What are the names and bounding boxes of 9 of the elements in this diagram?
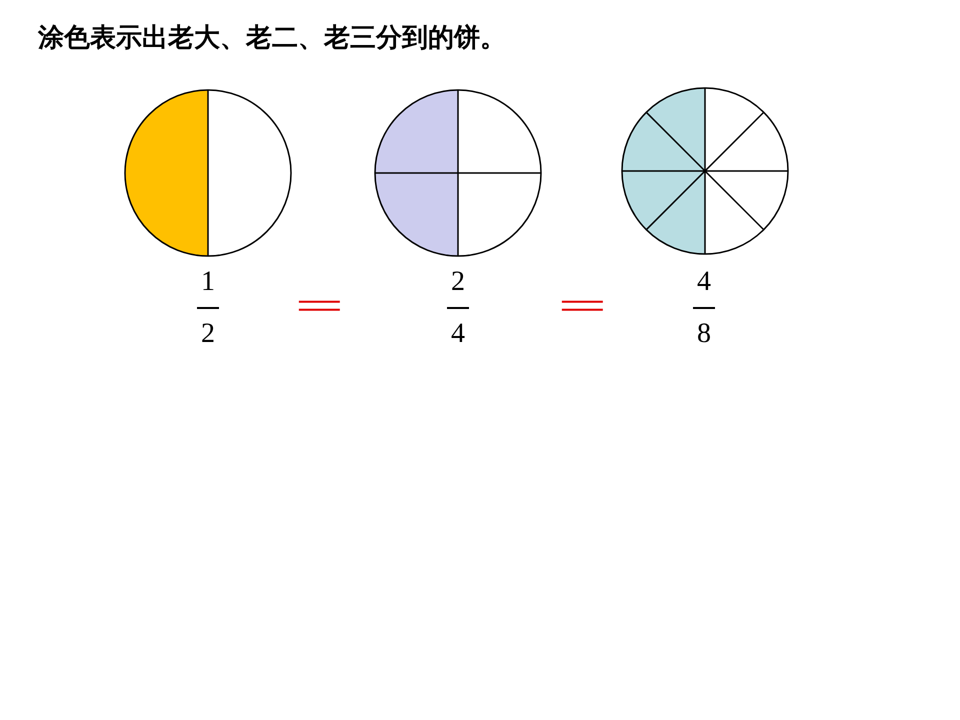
denominator: 2 <box>200 318 216 350</box>
denominator: 8 <box>696 318 712 350</box>
title: 涂色表示出老大、老二、老三分到的饼。 <box>38 22 506 55</box>
numerator: 1 <box>200 266 216 298</box>
equals-sign: = <box>557 286 608 326</box>
numerator: 4 <box>696 266 712 298</box>
denominator: 4 <box>450 318 466 350</box>
equals-sign: = <box>294 286 344 326</box>
numerator: 2 <box>450 266 466 298</box>
